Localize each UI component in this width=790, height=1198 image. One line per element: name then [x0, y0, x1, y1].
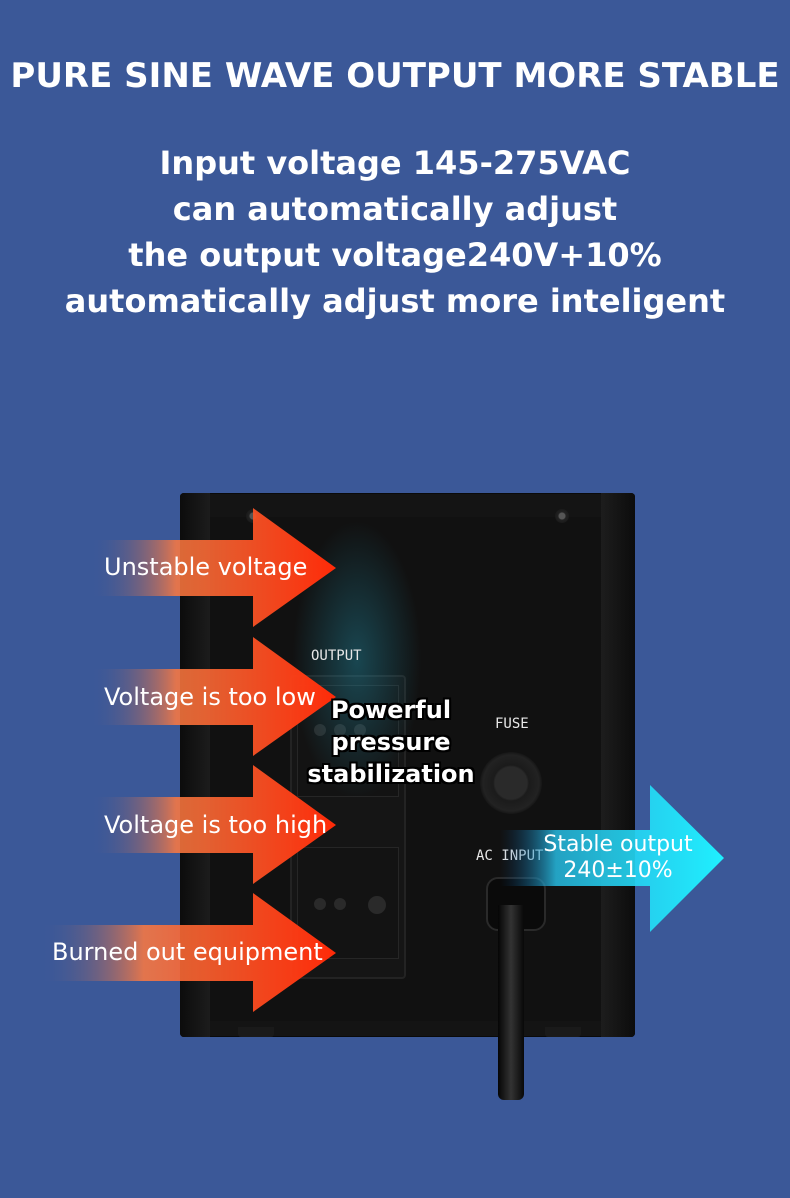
stabilization-line: pressure	[331, 728, 451, 756]
output-arrow	[500, 785, 724, 932]
problem-arrow	[90, 637, 336, 756]
device-bevel-right	[601, 493, 635, 1037]
device-foot	[238, 1027, 274, 1037]
problem-label: Voltage is too low	[104, 683, 316, 711]
problem-label: Burned out equipment	[52, 938, 323, 966]
stabilization-caption: Powerful pressure stabilization	[296, 694, 486, 790]
problem-arrow	[90, 508, 336, 627]
output-label: OUTPUT	[311, 648, 362, 664]
problem-arrow	[90, 765, 336, 884]
power-cable	[498, 905, 524, 1100]
stable-output-label: Stable output 240±10%	[538, 832, 698, 884]
device-foot	[545, 1027, 581, 1037]
screw-icon	[555, 509, 569, 523]
problem-label: Unstable voltage	[104, 553, 308, 581]
stabilization-line: Powerful	[330, 696, 452, 724]
fuse-label: FUSE	[495, 716, 529, 732]
output-line: Stable output	[543, 832, 693, 857]
description-line: can automatically adjust	[172, 190, 618, 228]
description-line: the output voltage240V+10%	[128, 236, 662, 274]
stabilization-line: stabilization	[307, 760, 475, 788]
fuse-knob	[480, 752, 542, 814]
problem-label: Voltage is too high	[104, 811, 328, 839]
headline: PURE SINE WAVE OUTPUT MORE STABLE	[10, 56, 780, 96]
description-block: Input voltage 145-275VAC can automatical…	[0, 140, 790, 324]
description-line: automatically adjust more inteligent	[64, 282, 726, 320]
output-line: 240±10%	[563, 858, 673, 883]
description-line: Input voltage 145-275VAC	[159, 144, 631, 182]
problem-arrow	[40, 893, 336, 1012]
